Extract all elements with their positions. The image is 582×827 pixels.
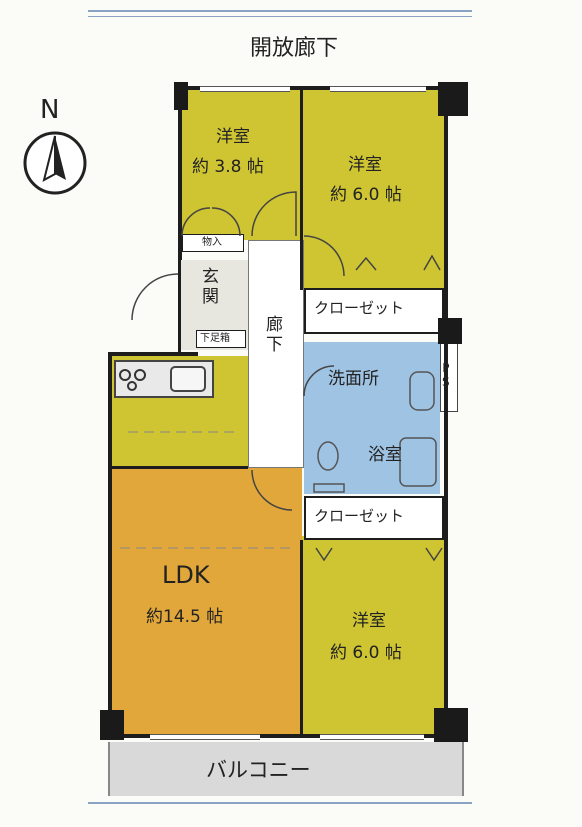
storage-box — [182, 234, 244, 252]
shoe-box-label: 下足箱 — [200, 333, 230, 344]
sink-icon — [170, 366, 206, 392]
storage-label: 物入 — [202, 237, 222, 248]
hallway-area — [248, 240, 304, 468]
room-ne-name: 洋室 — [348, 155, 382, 175]
balcony-area — [108, 742, 464, 796]
ldk-name: LDK — [162, 561, 210, 589]
western-room-ne — [304, 90, 444, 288]
ldk-room — [112, 468, 302, 736]
ldk-room-ext — [248, 468, 302, 498]
window-top-ne — [330, 86, 426, 92]
wall-bottom — [110, 734, 448, 738]
washroom-area — [304, 342, 440, 418]
washroom-label: 洗面所 — [328, 369, 379, 389]
open-corridor-label: 開放廊下 — [250, 36, 339, 61]
wall-ldk-right — [300, 540, 303, 736]
room-se-name: 洋室 — [352, 611, 386, 631]
balcony-label: バルコニー — [206, 758, 311, 782]
pillar-top-left — [174, 82, 188, 110]
wall-left-upper — [178, 86, 182, 260]
closet-upper — [304, 288, 444, 334]
wall-kitchen-ldk — [112, 466, 248, 469]
pillar-bottom-left — [100, 710, 124, 740]
top-border-line — [88, 10, 472, 12]
wall-left-lower — [108, 352, 112, 738]
closet-lower-label: クローゼット — [314, 507, 405, 525]
room-nw-size: 約 3.8 帖 — [192, 157, 264, 177]
hallway-label: 廊 下 — [266, 315, 283, 355]
north-label: N — [40, 95, 60, 125]
wall-kitchen-top — [108, 352, 198, 356]
shoe-box — [196, 330, 246, 348]
top-border-line-2 — [88, 16, 472, 17]
closet-upper-label: クローゼット — [314, 299, 405, 317]
stove-icon — [116, 366, 150, 394]
window-top-nw — [200, 86, 290, 92]
ldk-size: 約14.5 帖 — [146, 607, 224, 627]
bath-label: 浴室 — [368, 445, 402, 465]
pillar-top-right — [438, 82, 468, 116]
western-room-se — [302, 536, 444, 736]
ps-label: P S — [442, 361, 450, 389]
toilet-area — [304, 418, 354, 494]
room-nw-name: 洋室 — [216, 127, 250, 147]
wall-top — [178, 86, 448, 90]
window-bottom-ldk — [150, 734, 260, 740]
pillar-mid-right — [438, 318, 462, 344]
room-ne-size: 約 6.0 帖 — [330, 185, 402, 205]
bottom-border-line — [88, 802, 472, 804]
entrance-label: 玄 関 — [202, 267, 219, 307]
wall-entrance-left — [178, 260, 181, 352]
western-room-nw — [180, 90, 304, 240]
wall-divider-vertical — [300, 90, 303, 290]
window-bottom-se — [320, 734, 424, 740]
room-se-size: 約 6.0 帖 — [330, 643, 402, 663]
pillar-bottom-right — [434, 708, 468, 742]
compass-icon — [22, 130, 88, 196]
closet-lower — [304, 496, 444, 540]
wall-right — [444, 86, 448, 738]
bathroom-area — [354, 418, 440, 494]
